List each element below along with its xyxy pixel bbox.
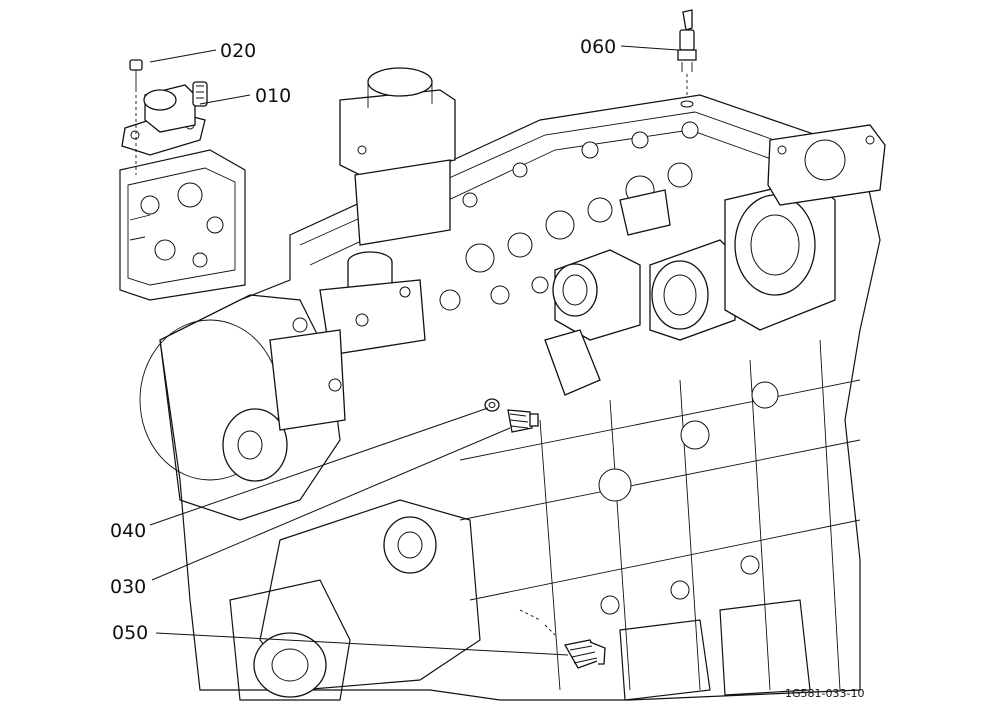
part-050-switch — [519, 609, 606, 669]
engine-block — [139, 67, 886, 701]
part-060-sensor — [677, 9, 697, 108]
document-id: 1G581-033-10 — [785, 687, 864, 700]
callout-010: 010 — [255, 85, 291, 107]
callout-060: 060 — [580, 36, 616, 58]
part-040-washer — [484, 398, 500, 412]
callout-050: 050 — [112, 622, 148, 644]
head-ports — [439, 121, 699, 311]
callout-030: 030 — [110, 576, 146, 598]
callout-040: 040 — [110, 520, 146, 542]
part-030-sensor — [507, 409, 539, 433]
inset-detail — [119, 59, 246, 301]
callout-020: 020 — [220, 40, 256, 62]
leader-lines — [149, 45, 679, 656]
